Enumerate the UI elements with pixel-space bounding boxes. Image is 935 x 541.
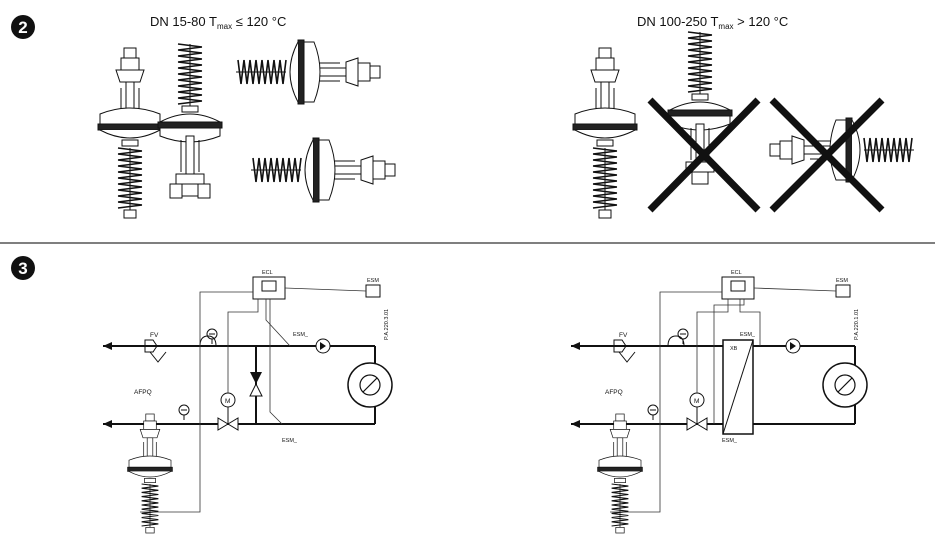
step-2-marker: 2 [11, 15, 35, 39]
regulator-vertical-spring-up [158, 44, 222, 199]
esm-top-label-left: ESM [367, 278, 379, 284]
afpq-label-right: AFPQ [605, 389, 623, 396]
regulator-vertical-spring-down [98, 48, 162, 218]
regulator-large-horizontal-not-allowed [770, 97, 914, 213]
step-3-number: 3 [18, 259, 27, 278]
code-label-left: P.A.220.3.01 [384, 309, 390, 340]
afpq-label-left: AFPQ [134, 389, 152, 396]
esm-mid-label-right: ESM_ [740, 332, 756, 338]
regulator-horizontal-lower [251, 138, 395, 202]
esm-bottom-label-left: ESM_ [282, 438, 298, 444]
fv-label-right: FV [619, 332, 628, 339]
step-3-marker: 3 [11, 256, 35, 280]
motor-label-left: M [225, 398, 230, 405]
esm-bottom-label-right: ESM_ [722, 438, 738, 444]
step-2-number: 2 [18, 18, 27, 37]
right-title-rest: > 120 °C [734, 14, 789, 29]
regulator-large-allowed [573, 48, 637, 218]
esm-mid-label-left: ESM_ [293, 332, 309, 338]
regulator-horizontal-upper [236, 40, 380, 104]
left-title-main: DN 15-80 T [150, 14, 217, 29]
code-label-right: P.A.220.1.01 [854, 309, 860, 340]
right-title: DN 100-250 Tmax > 120 °C [637, 14, 788, 31]
left-title-rest: ≤ 120 °C [232, 14, 286, 29]
fv-label: FV [150, 332, 159, 339]
esm-top-label-right: ESM [836, 278, 848, 284]
xb-label: XB [730, 346, 738, 352]
ecl-label-right: ECL [731, 270, 742, 276]
ecl-label-left: ECL [262, 270, 273, 276]
regulator-large-vertical-not-allowed [647, 32, 761, 213]
right-title-main: DN 100-250 T [637, 14, 718, 29]
right-title-sub: max [718, 22, 733, 31]
schematic-left: FV M ECL ESM ESM_ ESM_ P.A.220.3.01 AFPQ [103, 270, 393, 533]
schematic-right: XB FV M ECL ESM ESM_ ESM_ P.A.220.1.01 A… [571, 270, 868, 533]
motor-label-right: M [694, 398, 699, 405]
left-title-sub: max [217, 22, 232, 31]
left-title: DN 15-80 Tmax ≤ 120 °C [150, 14, 286, 31]
